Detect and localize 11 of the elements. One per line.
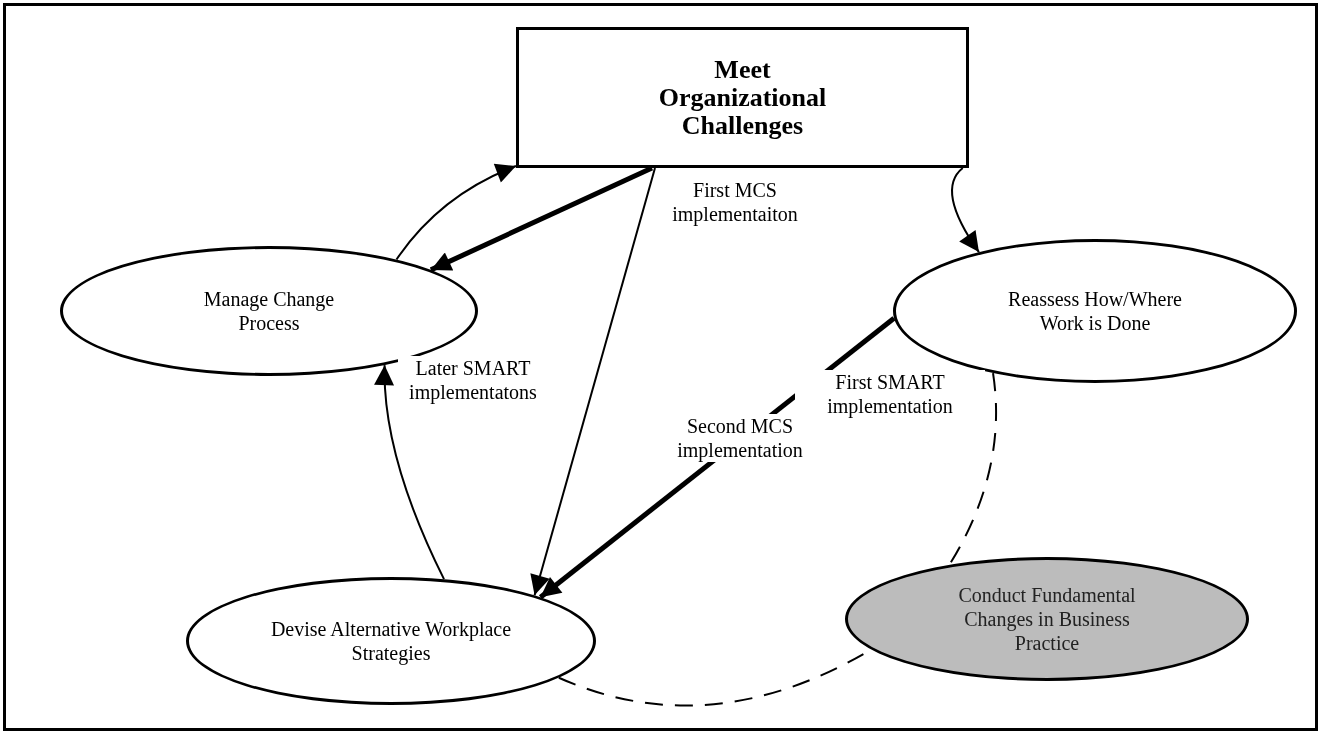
arrow	[395, 164, 517, 261]
annotation-text: First SMART implementation	[795, 370, 985, 418]
node-label: Reassess How/Where Work is Done	[1007, 287, 1183, 335]
arrow	[951, 167, 980, 254]
node-label: Meet Organizational Challenges	[657, 55, 828, 140]
arrow	[530, 167, 656, 597]
node-label: Manage Change Process	[202, 287, 336, 335]
dashed-connector	[948, 372, 997, 566]
node-label: Conduct Fundamental Changes in Business Practice	[957, 583, 1137, 655]
node-label: Devise Alternative Workplace Strategies	[269, 617, 513, 665]
process-box	[516, 27, 969, 168]
